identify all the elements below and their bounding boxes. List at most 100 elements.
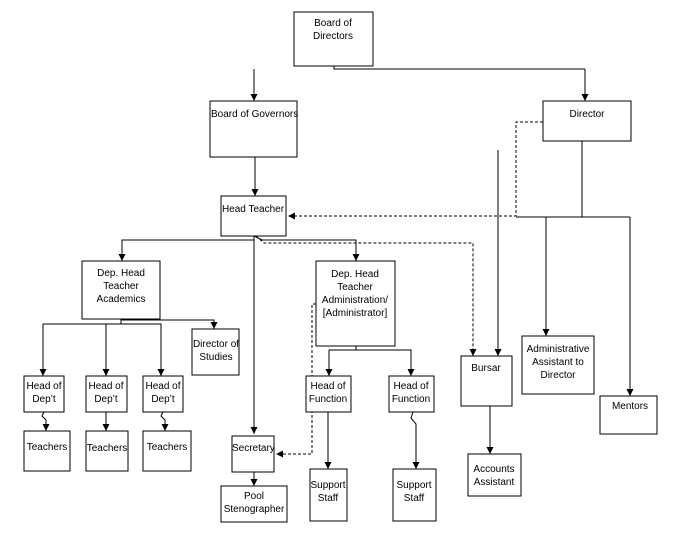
label-line: Teachers xyxy=(147,442,188,453)
node-head-teacher: Head Teacher xyxy=(220,195,287,237)
edge-to-head-of-dept-3 xyxy=(121,323,165,376)
node-mentors: Mentors xyxy=(599,395,658,435)
edge-academics-to-studies xyxy=(121,319,218,329)
board-of-directors-label: Board of Directors xyxy=(313,18,353,42)
head-of-function-1-label: Head of Function xyxy=(309,381,347,405)
head-teacher-label: Head Teacher xyxy=(222,204,285,215)
label-line: Staff xyxy=(318,493,339,504)
edge-to-head-of-function-1 xyxy=(329,349,356,376)
label-line: Assistant xyxy=(474,477,515,488)
edge-director-trunk xyxy=(581,141,630,218)
label-line: Board of xyxy=(314,18,352,29)
node-secretary: Secretary xyxy=(231,435,275,473)
label-line: Dep. Head xyxy=(97,268,145,279)
head-of-dept-1-label: Head of Dep’t xyxy=(26,381,61,405)
label-line: Dep. Head xyxy=(331,269,379,280)
head-of-dept-3-label: Head of Dep’t xyxy=(145,381,180,405)
node-director-of-studies: Director of Studies xyxy=(191,328,240,376)
label-line: Bursar xyxy=(471,363,501,374)
label-line: Dep’t xyxy=(151,394,175,405)
edge-directors-split xyxy=(333,66,585,70)
head-of-dept-2-label: Head of Dep’t xyxy=(88,381,123,405)
node-head-of-function-2: Head of Function xyxy=(388,375,435,413)
label-line: Secretary xyxy=(232,443,275,454)
teachers-1-label: Teachers xyxy=(27,442,68,453)
label-line: Staff xyxy=(404,493,425,504)
edge-to-dep-head-academics xyxy=(118,239,254,261)
node-board-of-governors: Board of Governors xyxy=(209,100,298,158)
label-line: Directors xyxy=(313,31,353,42)
label-line: Head Teacher xyxy=(222,204,285,215)
label-line: Dep’t xyxy=(94,394,118,405)
label-line: Teachers xyxy=(87,443,128,454)
node-head-of-dept-3: Head of Dep’t xyxy=(142,375,184,413)
node-head-of-dept-1: Head of Dep’t xyxy=(23,375,65,413)
node-head-of-dept-2: Head of Dep’t xyxy=(85,375,128,413)
label-line: Head of xyxy=(145,381,180,392)
label-line: Head of xyxy=(88,381,123,392)
label-line: Support xyxy=(396,480,431,491)
edge-to-support-staff-2 xyxy=(410,411,420,469)
node-board-of-directors: Board of Directors xyxy=(293,11,374,67)
node-teachers-2: Teachers xyxy=(85,430,129,472)
label-line: Head of xyxy=(310,381,345,392)
label-line: Accounts xyxy=(473,464,514,475)
label-line: Studies xyxy=(199,352,232,363)
label-line: Dep’t xyxy=(32,394,56,405)
label-line: Administration/ xyxy=(322,295,388,306)
edge-to-teachers-1 xyxy=(41,411,50,431)
label-line: Board of Governors xyxy=(211,109,298,120)
label-line: Function xyxy=(392,394,430,405)
connectors xyxy=(39,66,634,486)
secretary-label: Secretary xyxy=(232,443,275,454)
teachers-3-label: Teachers xyxy=(147,442,188,453)
director-of-studies-label: Director of Studies xyxy=(193,339,239,363)
label-line: Mentors xyxy=(612,401,648,412)
label-line: Assistant to xyxy=(532,357,584,368)
label-line: [Administrator] xyxy=(323,308,388,319)
label-line: Administrative xyxy=(527,344,590,355)
label-line: Head of xyxy=(26,381,61,392)
label-line: Academics xyxy=(97,294,146,305)
teachers-2-label: Teachers xyxy=(87,443,128,454)
label-line: Teachers xyxy=(27,442,68,453)
head-of-function-2-label: Head of Function xyxy=(392,381,430,405)
node-bursar: Bursar xyxy=(460,355,513,407)
director-label: Director xyxy=(569,109,605,120)
label-line: Pool xyxy=(244,491,264,502)
edge-head-teacher-split xyxy=(253,235,360,261)
edge-admin-split xyxy=(355,346,415,376)
label-line: Stenographer xyxy=(224,504,285,515)
edge-academics-split xyxy=(43,319,122,325)
node-teachers-3: Teachers xyxy=(142,430,192,472)
edge-director-dashed-to-head-teacher xyxy=(288,121,543,220)
board-of-governors-label: Board of Governors xyxy=(211,109,298,120)
label-line: Teacher xyxy=(337,282,373,293)
node-teachers-1: Teachers xyxy=(23,430,71,472)
label-line: Function xyxy=(309,394,347,405)
label-line: Support xyxy=(310,480,345,491)
bursar-label: Bursar xyxy=(471,363,501,374)
label-line: Head of xyxy=(393,381,428,392)
label-line: Teacher xyxy=(103,281,139,292)
edge-admin-dashed-to-secretary xyxy=(276,303,316,458)
node-head-of-function-1: Head of Function xyxy=(305,375,352,413)
mentors-label: Mentors xyxy=(612,401,648,412)
label-line: Director xyxy=(569,109,605,120)
label-line: Director xyxy=(540,370,576,381)
label-line: Director of xyxy=(193,339,239,350)
